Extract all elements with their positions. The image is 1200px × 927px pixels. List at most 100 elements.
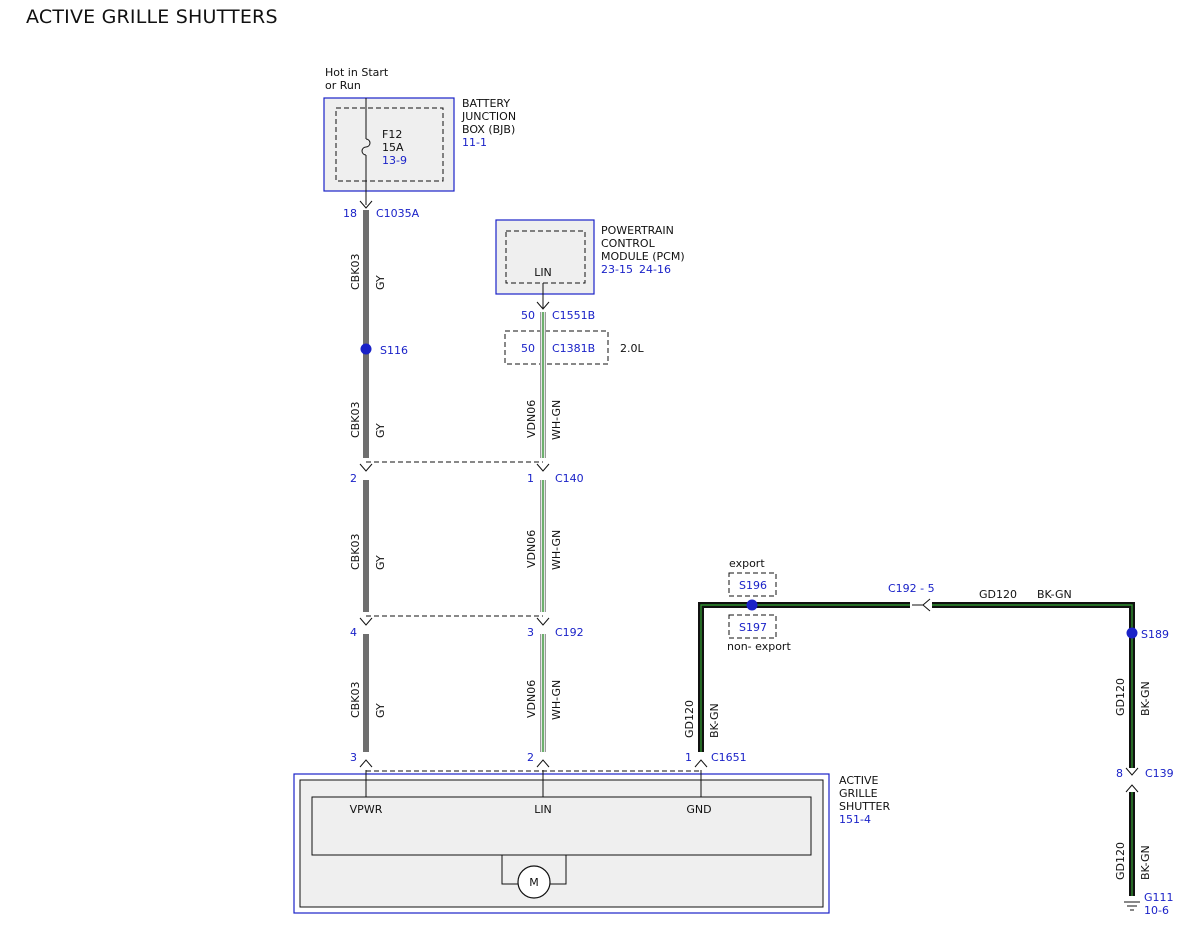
page-title: ACTIVE GRILLE SHUTTERS <box>26 6 278 28</box>
wire-gy-color-3: GY <box>374 555 387 570</box>
wire-gnd-color-2: BK-GN <box>1139 681 1152 716</box>
c1551b-arrow-icon <box>536 301 550 310</box>
pcm-ref-2[interactable]: 24-16 <box>639 263 671 276</box>
splice-s196-dot[interactable] <box>746 599 758 611</box>
fuse-amps: 15A <box>382 141 404 154</box>
fuse-ref[interactable]: 13-9 <box>382 154 407 167</box>
wire-gnd-circuit-3: GD120 <box>1114 842 1127 880</box>
c1551b-pin: 50 <box>521 309 535 322</box>
s197-box <box>728 614 777 639</box>
c192-lin-arrow-icon <box>536 617 550 626</box>
wire-gnd-color-3: BK-GN <box>1139 845 1152 880</box>
ags-name-1: ACTIVE <box>839 774 879 787</box>
c139-pin: 8 <box>1116 767 1123 780</box>
wire-gy-circuit-4: CBK03 <box>349 682 362 718</box>
export-label: export <box>729 557 765 570</box>
c1651-pin-gnd: 1 <box>685 751 692 764</box>
fuse-symbol <box>361 138 371 156</box>
c140-label[interactable]: C140 <box>555 472 584 485</box>
c1381b-pin: 50 <box>521 342 535 355</box>
s196-box <box>728 572 777 597</box>
c192-pin-b: 3 <box>527 626 534 639</box>
pcm-box[interactable] <box>495 219 595 295</box>
ags-pin-gnd: GND <box>686 803 711 816</box>
c1651-lin-arrow-icon <box>536 759 550 768</box>
wire-lin-color-2: WH-GN <box>550 530 563 570</box>
ags-pin-block <box>311 796 812 856</box>
c1651-vpwr-arrow-icon <box>359 759 373 768</box>
splice-s116-dot[interactable] <box>360 343 372 355</box>
bjb-name-1: BATTERY <box>462 97 510 110</box>
pcm-ref-1[interactable]: 23-15 <box>601 263 633 276</box>
bjb-name-2: JUNCTION <box>461 110 516 123</box>
c1651-label[interactable]: C1651 <box>711 751 747 764</box>
g111-ref[interactable]: 10-6 <box>1144 904 1169 917</box>
c192-5-label[interactable]: C192 - 5 <box>888 582 935 595</box>
ags-ref[interactable]: 151-4 <box>839 813 871 826</box>
c192-label[interactable]: C192 <box>555 626 584 639</box>
s196-label[interactable]: S196 <box>739 579 767 592</box>
power-label-line2: or Run <box>325 79 361 92</box>
wire-gnd-color-1: BK-GN <box>708 703 721 738</box>
c140-pin-b: 1 <box>527 472 534 485</box>
c1035a-pin: 18 <box>343 207 357 220</box>
c1651-gnd-arrow-icon <box>694 759 708 768</box>
ags-pin-lin: LIN <box>534 803 552 816</box>
pcm-name-1: POWERTRAIN <box>601 224 674 237</box>
c1381b-label[interactable]: C1381B <box>552 342 595 355</box>
splice-s189-dot[interactable] <box>1126 627 1138 639</box>
wire-lin-circuit-1: VDN06 <box>525 400 538 438</box>
ags-pin-vpwr: VPWR <box>350 803 383 816</box>
bjb-ref[interactable]: 11-1 <box>462 136 487 149</box>
c140-gy-arrow-icon <box>359 463 373 472</box>
wire-gy-color-1: GY <box>374 275 387 290</box>
g111-label[interactable]: G111 <box>1144 891 1174 904</box>
wire-lin-color-1: WH-GN <box>550 400 563 440</box>
wire-gnd-color-top: BK-GN <box>1037 588 1072 601</box>
pcm-name-2: CONTROL <box>601 237 656 250</box>
c140-lin-arrow-icon <box>536 463 550 472</box>
c1381b-box <box>504 330 609 365</box>
engine-note: 2.0L <box>620 342 644 355</box>
c140-pin-a: 2 <box>350 472 357 485</box>
c139-label[interactable]: C139 <box>1145 767 1174 780</box>
c139-arrow-up-icon <box>1125 784 1139 793</box>
wire-gy-circuit-3: CBK03 <box>349 534 362 570</box>
wire-gnd-circuit-2: GD120 <box>1114 678 1127 716</box>
c1035a-label[interactable]: C1035A <box>376 207 420 220</box>
power-label-line1: Hot in Start <box>325 66 389 79</box>
wire-gy-circuit-1: CBK03 <box>349 254 362 290</box>
bjb-box[interactable] <box>323 97 455 192</box>
c192-gy-arrow-icon <box>359 617 373 626</box>
motor-icon <box>517 865 551 899</box>
wire-gnd-circuit-top: GD120 <box>979 588 1017 601</box>
pcm-pin-label: LIN <box>534 266 552 279</box>
wire-lin-circuit-3: VDN06 <box>525 680 538 718</box>
wire-gy-circuit-2: CBK03 <box>349 402 362 438</box>
c1035a-arrow-icon <box>359 200 373 209</box>
bjb-name-3: BOX (BJB) <box>462 123 515 136</box>
fuse-name: F12 <box>382 128 402 141</box>
ags-name-2: GRILLE <box>839 787 878 800</box>
wire-lin-circuit-2: VDN06 <box>525 530 538 568</box>
bjb-inner-box <box>335 107 444 182</box>
ags-name-3: SHUTTER <box>839 800 891 813</box>
splice-s116-label[interactable]: S116 <box>380 344 408 357</box>
c192-pin-a: 4 <box>350 626 357 639</box>
wire-lin-color-3: WH-GN <box>550 680 563 720</box>
wire-gy-color-4: GY <box>374 703 387 718</box>
motor-label: M <box>529 876 539 889</box>
wire-gy-color-2: GY <box>374 423 387 438</box>
c139-arrow-down-icon <box>1125 767 1139 776</box>
splice-s189-label[interactable]: S189 <box>1141 628 1169 641</box>
wire-gnd-circuit-1: GD120 <box>683 700 696 738</box>
nonexport-label: non- export <box>727 640 791 653</box>
c1551b-label[interactable]: C1551B <box>552 309 595 322</box>
ground-g111-icon <box>1124 901 1140 911</box>
c1651-pin-lin: 2 <box>527 751 534 764</box>
c1651-pin-vpwr: 3 <box>350 751 357 764</box>
pcm-name-3: MODULE (PCM) <box>601 250 685 263</box>
s197-label[interactable]: S197 <box>739 621 767 634</box>
pcm-inner-box <box>505 230 586 284</box>
